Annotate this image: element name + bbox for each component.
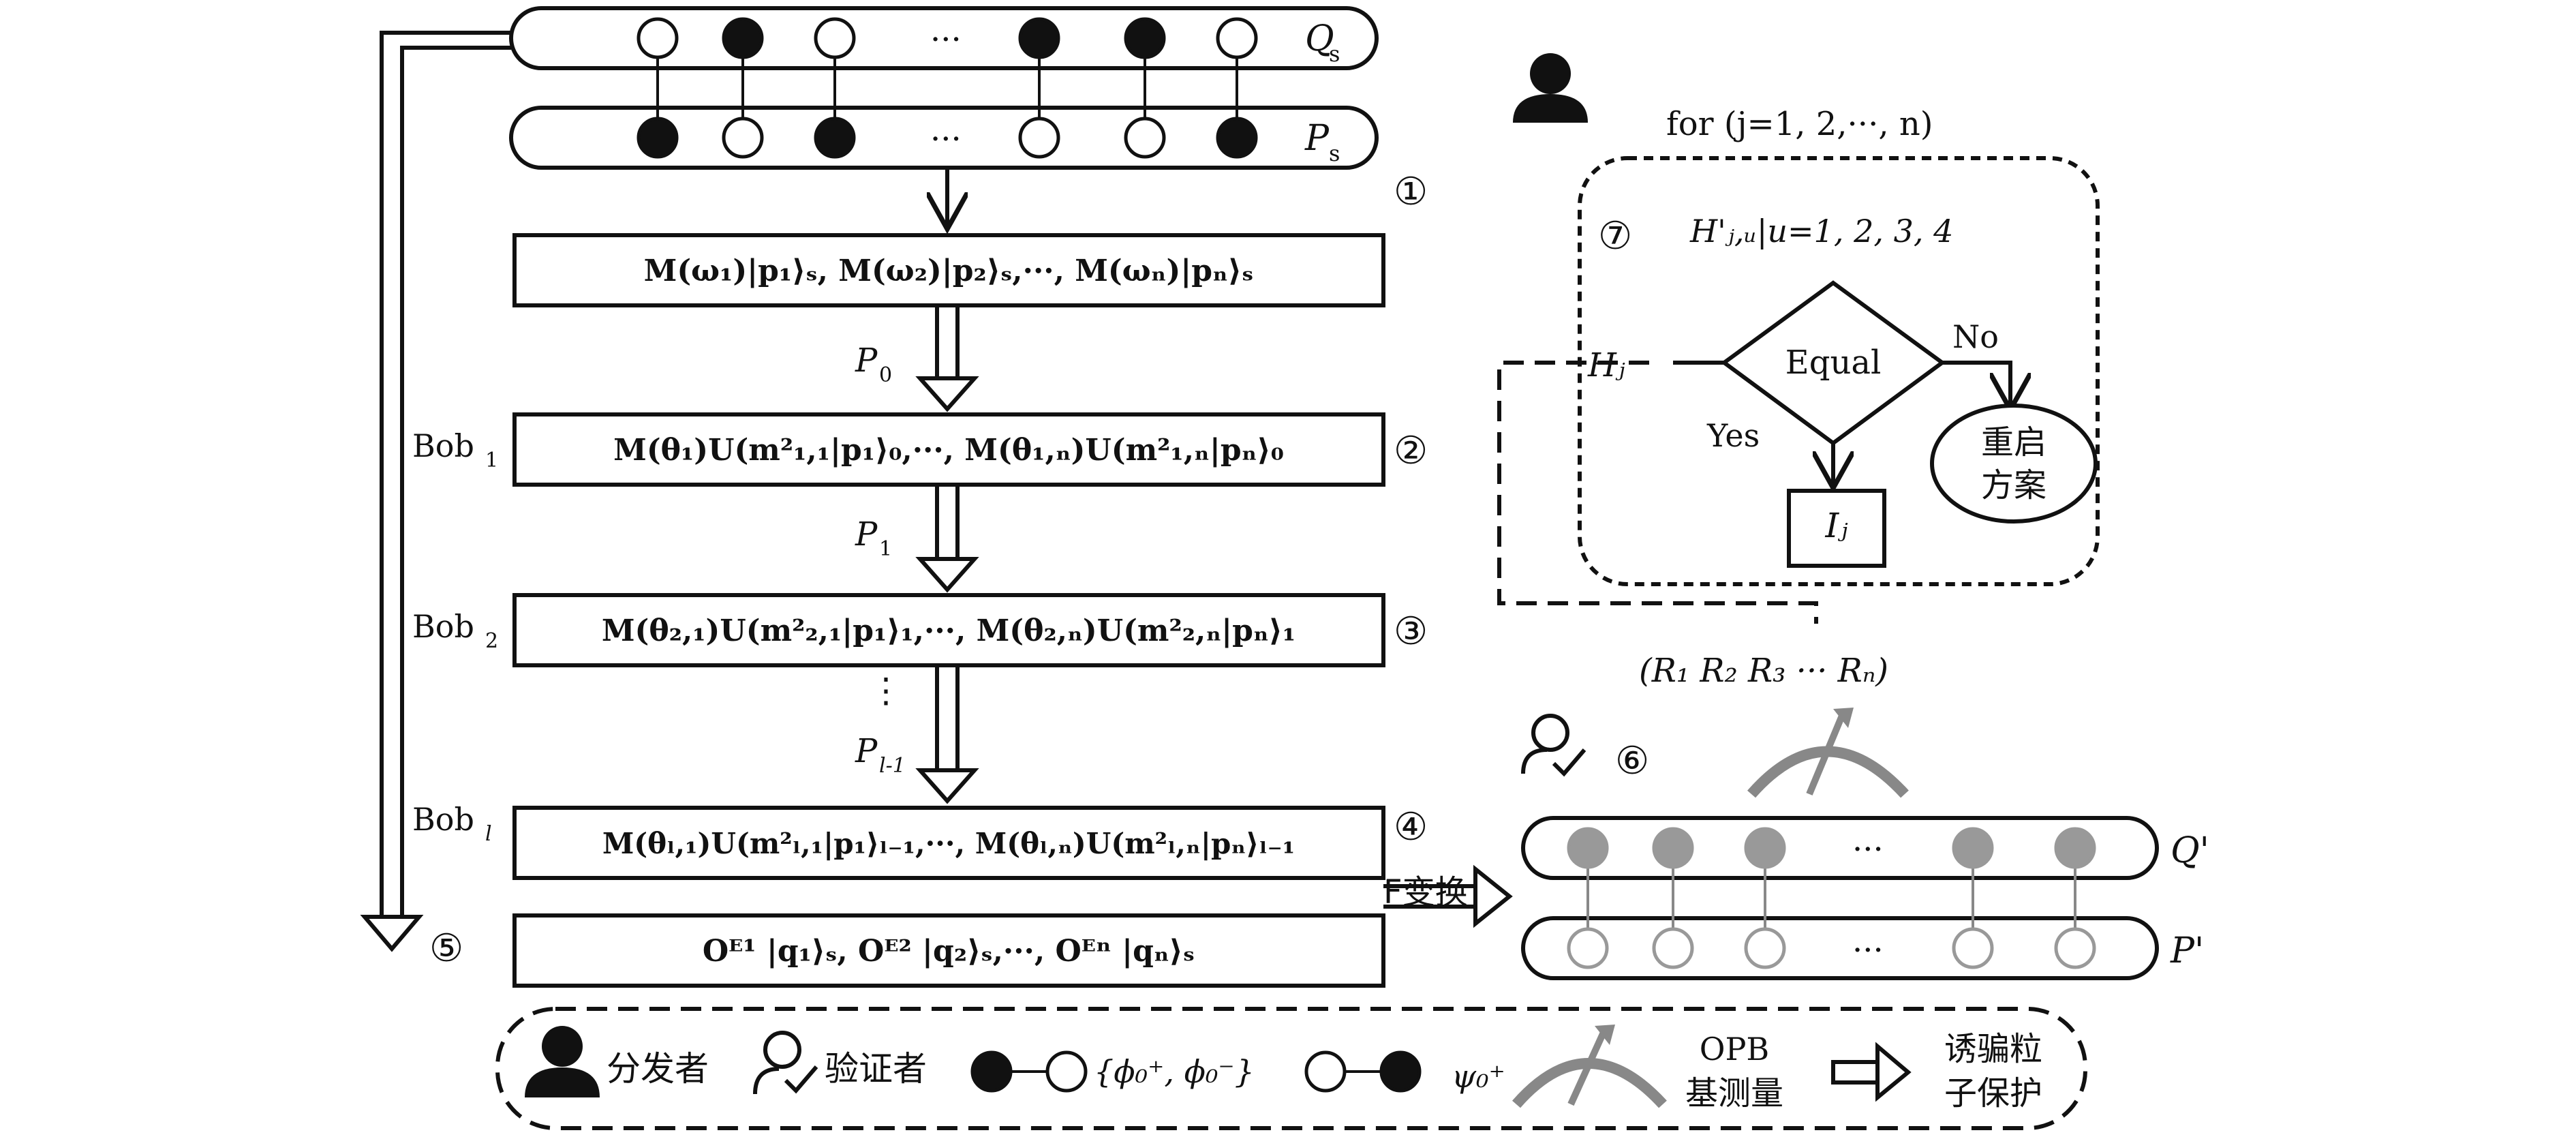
ij-box [1787, 489, 1886, 568]
box-5 [512, 913, 1385, 988]
p0-sub: 0 [879, 363, 892, 387]
step-5-marker: ⑤ [429, 926, 463, 971]
qs-particle [1018, 17, 1060, 59]
no-label: No [1952, 318, 1999, 355]
legend-distributor-label: 分发者 [607, 1049, 709, 1089]
ps-dots: ··· [930, 120, 962, 158]
equal-label: Equal [1785, 344, 1882, 382]
restart-line-1: 重启 [1981, 423, 2046, 461]
legend-opb-meter-icon [1512, 1025, 1667, 1108]
p1-label: P [855, 515, 878, 554]
verifier-icon [1521, 714, 1586, 777]
legend-psi-label: ψ₀⁺ [1452, 1058, 1505, 1095]
legend-distributor-icon [525, 1026, 600, 1097]
qs-particle [814, 17, 856, 59]
pl1-sub: l-1 [879, 754, 906, 778]
ps-sub: s [1329, 140, 1340, 166]
step-6-marker: ⑥ [1615, 739, 1649, 783]
vertical-dots: ⋮ [869, 671, 903, 710]
bob-l-label: Bob [412, 801, 474, 838]
box-4 [512, 806, 1385, 880]
q-prime-dots: ··· [1852, 830, 1884, 868]
distributor-icon [1513, 53, 1588, 123]
f-transform-arrow [1383, 864, 1513, 928]
step-2-marker: ② [1394, 429, 1428, 473]
box-2 [512, 412, 1385, 487]
prime-particle-pairs [1567, 827, 2096, 969]
no-branch-arrow [1942, 361, 2010, 406]
ps-particle [814, 117, 856, 159]
box-3-text: M(θ₂,₁)U(m²₂,₁|p₁⟩₁,···, M(θ₂,ₙ)U(m²₂,ₙ|… [602, 613, 1295, 648]
box-4-text: M(θₗ,₁)U(m²ₗ,₁|p₁⟩ₗ₋₁,···, M(θₗ,ₙ)U(m²ₗ,… [602, 827, 1295, 860]
verification-loop-box [1578, 156, 2100, 586]
qs-particle [1124, 17, 1166, 59]
qs-particle [1216, 17, 1258, 59]
legend-phi-pair-icon [970, 1050, 1088, 1093]
pl1-label: P [855, 732, 878, 770]
legend-verifier-label: 验证者 [825, 1049, 927, 1089]
step-3-marker: ③ [1394, 609, 1428, 654]
ps-particle [1124, 117, 1166, 159]
bob-1-sub: 1 [485, 449, 498, 472]
for-loop-label: for (j=1, 2,···, n) [1666, 105, 1933, 143]
ij-label: Iⱼ [1825, 506, 1849, 545]
bob-2-sub: 2 [485, 629, 498, 653]
bob-1-label: Bob [412, 427, 474, 464]
legend-decoy-arrow-icon [1831, 1042, 1912, 1102]
q-prime-label: Q' [2171, 830, 2209, 871]
legend-opb-line-1: OPB [1700, 1031, 1769, 1067]
restart-ellipse [1930, 404, 2098, 524]
p0-label: P [855, 342, 878, 380]
opb-meter-icon [1747, 708, 1909, 798]
qs-particle [637, 17, 679, 59]
box-1 [512, 233, 1385, 307]
f-transform-label: F变换 [1383, 873, 1468, 911]
step-1-marker: ① [1394, 170, 1428, 214]
legend-phi-pair-label: {ϕ₀⁺, ϕ₀⁻} [1094, 1053, 1255, 1090]
double-arrow-p0 [915, 305, 979, 412]
box-1-text: M(ω₁)|p₁⟩ₛ, M(ω₂)|p₂⟩ₛ,···, M(ωₙ)|pₙ⟩ₛ [644, 254, 1254, 288]
qs-particle [722, 17, 764, 59]
left-double-arrow-shaft [380, 31, 511, 917]
double-arrow-pl1 [915, 665, 979, 804]
legend-decoy-line-1: 诱骗粒 [1944, 1030, 2042, 1068]
top-particle-pairs [637, 17, 1258, 159]
legend-opb-line-2: 基测量 [1685, 1074, 1783, 1112]
hj-label: Hⱼ [1587, 346, 1625, 384]
double-arrow-p1 [915, 485, 979, 593]
qs-rail [509, 6, 1379, 70]
qs-sub: s [1329, 41, 1340, 67]
ps-particle [1216, 117, 1258, 159]
yes-label: Yes [1706, 417, 1760, 454]
ps-particle [722, 117, 764, 159]
p-prime-label: P' [2170, 930, 2204, 971]
legend-psi-pair-icon [1304, 1050, 1422, 1093]
ps-particle [1018, 117, 1060, 159]
legend-box [495, 1007, 2087, 1130]
box-3 [512, 593, 1385, 667]
ps-label: P [1304, 118, 1330, 159]
step-4-marker: ④ [1394, 805, 1428, 849]
qs-label: Q [1305, 18, 1334, 59]
box-5-text: Oᴱ¹ |q₁⟩ₛ, Oᴱ² |q₂⟩ₛ,···, Oᴱⁿ |qₙ⟩ₛ [703, 934, 1195, 969]
bob-l-sub: l [485, 822, 492, 846]
bob-2-label: Bob [412, 608, 474, 645]
p1-sub: 1 [879, 537, 892, 561]
feedback-dashed-path [1497, 361, 1818, 624]
restart-line-2: 方案 [1981, 466, 2046, 504]
p-prime-dots: ··· [1852, 931, 1884, 969]
legend-verifier-icon [753, 1031, 818, 1095]
ps-particle [637, 117, 679, 159]
h-ju-label: H'ⱼ,ᵤ|u=1, 2, 3, 4 [1689, 213, 1953, 249]
step-7-marker: ⑦ [1598, 214, 1632, 258]
r-sequence-label: (R₁ R₂ R₃ ··· Rₙ) [1639, 652, 1888, 690]
box-2-text: M(θ₁)U(m²₁,₁|p₁⟩₀,···, M(θ₁,ₙ)U(m²₁,ₙ|pₙ… [613, 433, 1284, 468]
qs-dots: ··· [930, 20, 962, 59]
ps-rail [509, 106, 1379, 170]
left-double-arrow-head [360, 915, 424, 952]
legend-decoy-line-2: 子保护 [1944, 1074, 2042, 1112]
